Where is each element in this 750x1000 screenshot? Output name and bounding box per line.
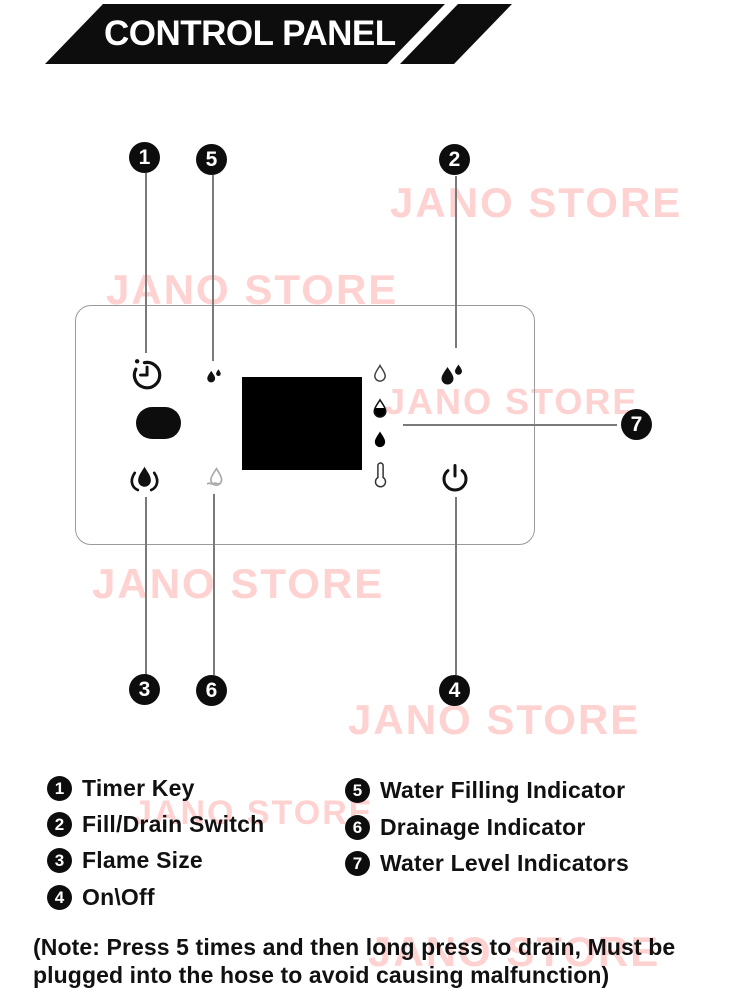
- callout-line-3: [145, 497, 147, 675]
- callout-circle-2: 2: [439, 144, 470, 175]
- thermometer-icon: [374, 462, 387, 488]
- legend-num-1: 1: [47, 776, 72, 801]
- legend-item-water-filling-indicator: 5 Water Filling Indicator: [345, 777, 625, 804]
- black-pill-button: [136, 407, 181, 439]
- note-text: (Note: Press 5 times and then long press…: [33, 934, 676, 988]
- water-drop-outline-icon: [374, 364, 386, 382]
- legend-item-flame-size: 3 Flame Size: [47, 847, 203, 874]
- small-water-drop-icon: [207, 369, 221, 383]
- callout-circle-1: 1: [129, 142, 160, 173]
- callout-circle-6: 6: [196, 675, 227, 706]
- callout-line-1: [145, 173, 147, 353]
- legend-num-6: 6: [345, 815, 370, 840]
- watermark: JANO STORE: [92, 560, 385, 607]
- header-banner: [45, 4, 512, 64]
- watermark: JANO STORE: [385, 381, 639, 422]
- callout-circle-7: 7: [621, 409, 652, 440]
- callout-line-5: [212, 175, 214, 361]
- legend-item-water-level-indicators: 7 Water Level Indicators: [345, 850, 629, 877]
- callout-circle-3: 3: [129, 674, 160, 705]
- callout-circle-4: 4: [439, 675, 470, 706]
- legend-label: Water Filling Indicator: [380, 777, 626, 803]
- callout-line-4: [455, 497, 457, 675]
- power-icon: [442, 464, 468, 492]
- legend-num-3: 3: [47, 848, 72, 873]
- water-drop-half-filled-icon: [373, 398, 387, 418]
- timer-clock-icon: [132, 359, 162, 390]
- legend-item-fill-drain-switch: 2 Fill/Drain Switch: [47, 811, 264, 838]
- legend-num-7: 7: [345, 851, 370, 876]
- callout-line-6: [213, 494, 215, 675]
- legend-num-2: 2: [47, 812, 72, 837]
- callout-circle-5: 5: [196, 144, 227, 175]
- legend-num-4: 4: [47, 885, 72, 910]
- page-title: CONTROL PANEL: [104, 14, 396, 53]
- legend-item-timer-key: 1 Timer Key: [47, 775, 195, 802]
- legend-label: Flame Size: [82, 847, 203, 873]
- watermark: JANO STORE: [133, 794, 374, 832]
- flame-icon: [130, 466, 159, 492]
- legend-label: On\Off: [82, 884, 155, 910]
- legend-label: Timer Key: [82, 775, 195, 801]
- banner-parallelogram: [45, 4, 445, 64]
- legend-label: Water Level Indicators: [380, 850, 629, 876]
- drain-drop-icon: [206, 466, 223, 486]
- legend-item-drainage-indicator: 6 Drainage Indicator: [345, 814, 586, 841]
- water-drop-filled-icon: [374, 431, 386, 448]
- legend-item-on-off: 4 On\Off: [47, 884, 155, 911]
- double-water-drop-icon: [441, 364, 462, 385]
- watermark: JANO STORE: [368, 928, 661, 975]
- callout-line-2: [455, 176, 457, 348]
- banner-stripe: [400, 4, 512, 64]
- watermark: JANO STORE: [348, 696, 641, 743]
- legend-num-5: 5: [345, 778, 370, 803]
- callout-line-7: [403, 424, 617, 426]
- watermark: JANO STORE: [390, 179, 683, 226]
- legend-label: Drainage Indicator: [380, 814, 586, 840]
- lcd-display-screen: [242, 377, 362, 470]
- legend-label: Fill/Drain Switch: [82, 811, 265, 837]
